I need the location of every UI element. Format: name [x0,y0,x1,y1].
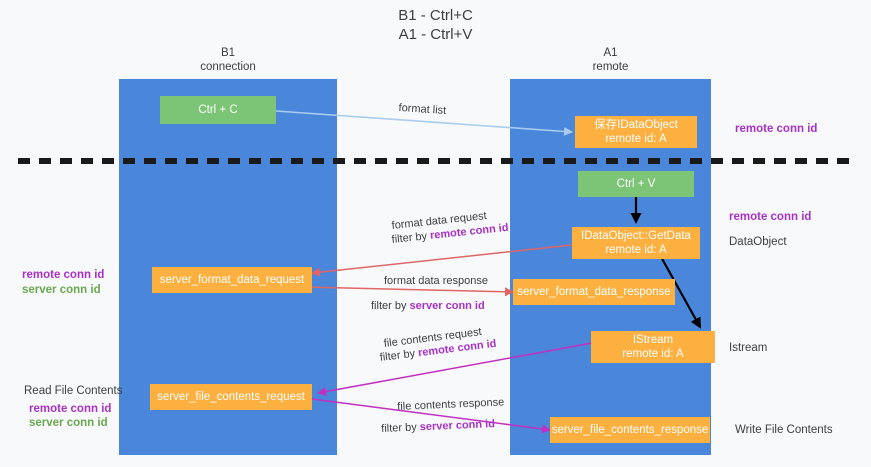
node-server-format-data-request[interactable]: server_format_data_request [152,267,312,293]
title-line-1: B1 - Ctrl+C [398,7,473,24]
node-save-idataobject-line1: 保存IDataObject [594,119,678,131]
column-a1-name: A1 [603,47,618,59]
node-server-file-contents-request-label: server_file_contents_request [157,391,305,403]
node-istream[interactable]: IStream remote id: A [591,331,715,363]
column-header-a1: A1 remote [510,46,711,74]
label-read-file-contents: Read File Contents [24,385,123,397]
caption-format-list: format list [398,101,446,118]
label-left-server-conn-id: server conn id [22,284,101,296]
label-write-file-contents: Write File Contents [735,424,833,436]
node-server-format-data-response[interactable]: server_format_data_response [513,279,675,305]
caption-file-contents-response-text: file contents response [397,396,505,413]
column-header-b1: B1 connection [119,46,337,74]
node-ctrl-c-label: Ctrl + C [198,104,238,116]
node-server-file-contents-response[interactable]: server_file_contents_response [550,417,710,443]
label-left-remote-conn-id: remote conn id [22,269,105,281]
node-getdata-line2: remote id: A [605,244,667,256]
label-left-remote-conn-id-2: remote conn id [29,403,112,415]
title-line-2: A1 - Ctrl+V [398,26,473,43]
caption-filter-by-3: filter by [379,347,419,364]
node-getdata-line1: IDataObject::GetData [581,230,691,242]
label-istream: Istream [729,342,768,354]
caption-filter-by-4: filter by [381,421,421,435]
caption-format-data-response: format data response [384,274,488,288]
caption-file-contents-response-filter: filter by server conn id [381,417,495,436]
caption-format-data-response-text: format data response [384,275,488,287]
node-server-format-data-request-label: server_format_data_request [159,274,305,286]
column-a1-sub: remote [592,61,629,73]
caption-filter-by-2: filter by [371,300,410,312]
label-left-server-conn-id-2: server conn id [29,417,108,429]
caption-format-data-response-filter: filter by server conn id [371,299,485,313]
label-remote-conn-id-mid: remote conn id [729,211,812,223]
caption-format-list-text: format list [398,101,447,117]
caption-file-contents-response: file contents response [397,395,505,414]
diagram-title: B1 - Ctrl+C A1 - Ctrl+V [0,6,871,44]
label-dataobject: DataObject [729,236,787,248]
node-save-idataobject[interactable]: 保存IDataObject remote id: A [575,116,697,148]
node-save-idataobject-line2: remote id: A [605,133,667,145]
node-idataobject-getdata[interactable]: IDataObject::GetData remote id: A [572,227,700,259]
column-b1-sub: connection [200,61,256,73]
node-istream-line2: remote id: A [622,348,684,360]
node-server-format-data-response-label: server_format_data_response [517,286,671,298]
node-ctrl-c[interactable]: Ctrl + C [160,96,276,124]
node-server-file-contents-response-label: server_file_contents_response [551,424,709,436]
column-b1-name: B1 [220,47,236,59]
node-server-file-contents-request[interactable]: server_file_contents_request [150,384,312,410]
label-remote-conn-id-top: remote conn id [735,123,818,135]
caption-filter-by-1: filter by [391,229,431,246]
caption-filter-key-4: server conn id [419,418,496,434]
node-ctrl-v[interactable]: Ctrl + V [578,171,694,197]
caption-filter-key-2: server conn id [409,300,485,312]
node-istream-line1: IStream [632,334,674,346]
node-ctrl-v-label: Ctrl + V [616,178,656,190]
